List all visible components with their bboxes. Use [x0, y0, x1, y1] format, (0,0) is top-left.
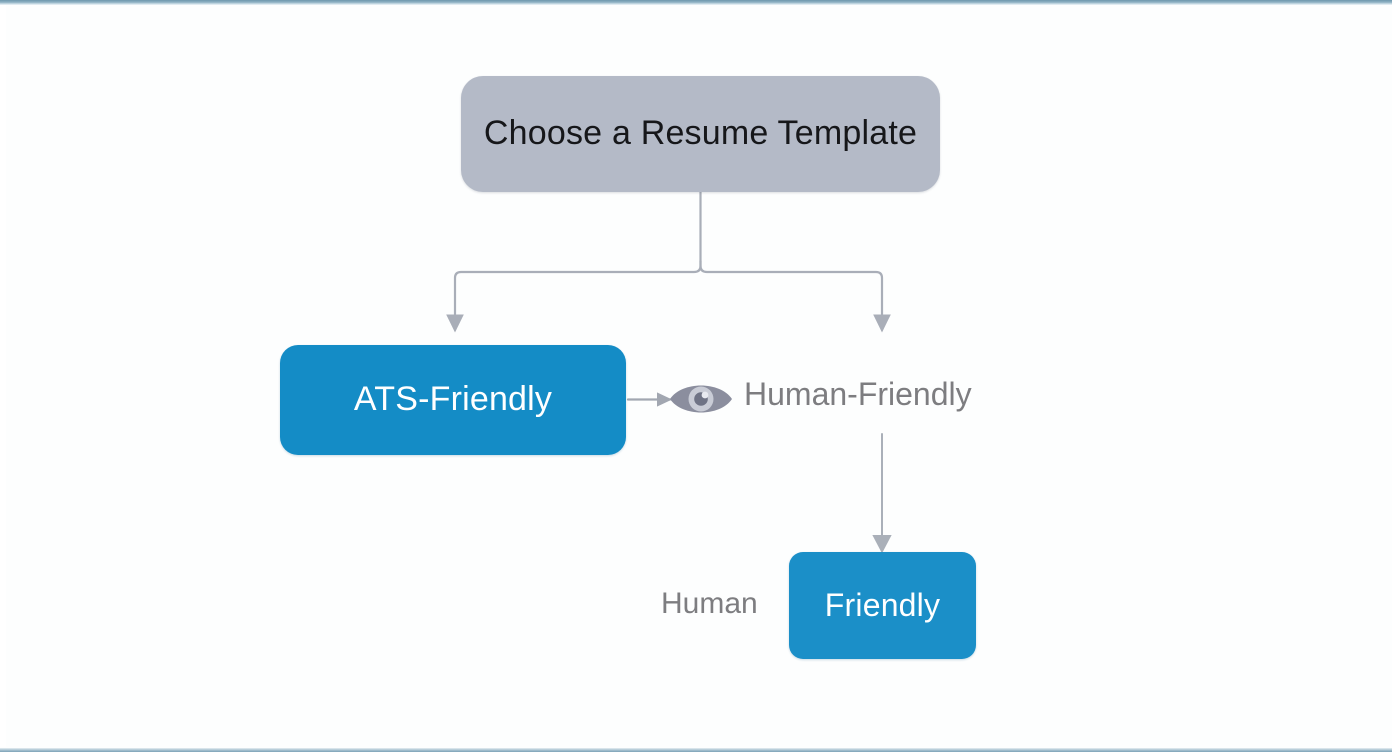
eye-highlight-shape [701, 391, 709, 399]
node-label: Choose a Resume Template [483, 114, 918, 153]
connector-root-to-ats [446, 259, 702, 333]
window-bottom-band [0, 748, 1392, 752]
label-human-friendly: Human-Friendly [744, 376, 972, 412]
node-friendly[interactable]: Friendly [789, 552, 976, 659]
window-top-band [0, 0, 1392, 5]
node-label: ATS-Friendly [353, 380, 553, 419]
node-ats-friendly[interactable]: ATS-Friendly [280, 345, 626, 455]
label-human: Human [661, 587, 758, 620]
node-choose-a-resume-template[interactable]: Choose a Resume Template [461, 76, 940, 192]
node-label: Friendly [824, 586, 941, 623]
canvas-left-margin [0, 5, 6, 747]
eye-icon [670, 385, 732, 413]
connector-root-to-human-friendly [699, 259, 891, 333]
